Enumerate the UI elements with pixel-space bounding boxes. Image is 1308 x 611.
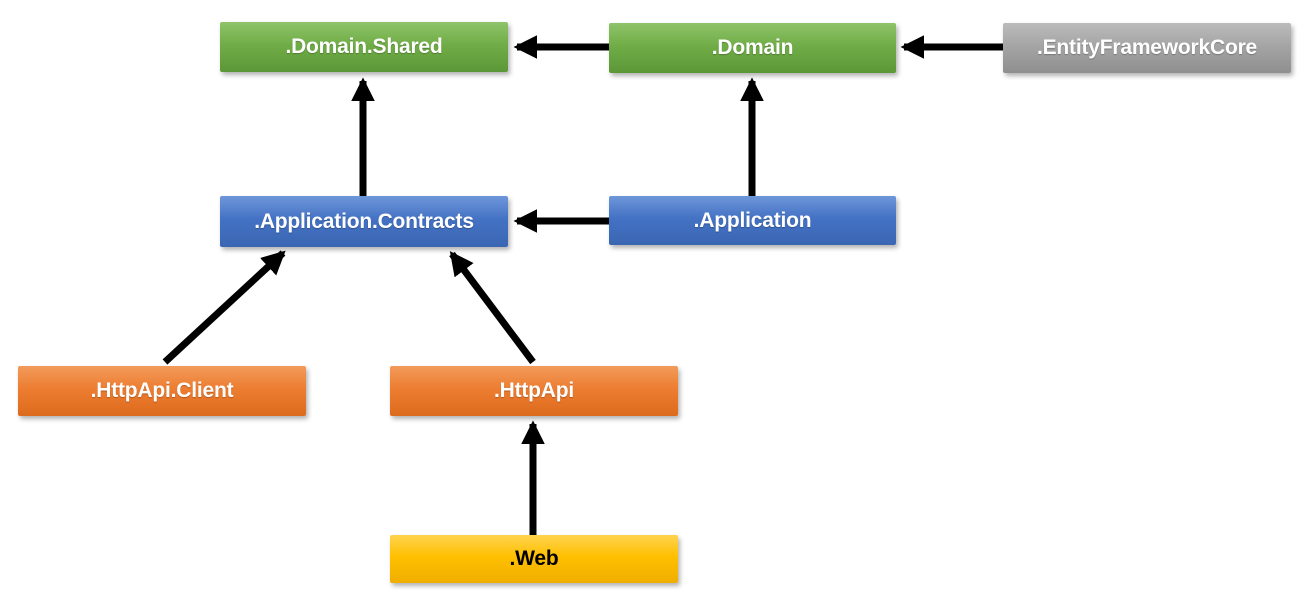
node-entity-framework-core-label: .EntityFrameworkCore [1036,36,1258,59]
node-httpapi-client-label: .HttpApi.Client [90,379,234,402]
node-entity-framework-core: .EntityFrameworkCore [1003,23,1291,73]
edge-httpapi-client-to-app-contracts [162,250,286,365]
node-application-contracts: .Application.Contracts [220,196,508,247]
node-domain-shared: .Domain.Shared [220,22,508,72]
node-domain-label: .Domain [711,36,794,59]
node-application-label: .Application [693,208,812,232]
node-web: .Web [390,535,678,583]
node-httpapi: .HttpApi [390,366,678,416]
node-httpapi-label: .HttpApi [493,379,575,402]
node-web-label: .Web [509,547,559,570]
node-httpapi-client: .HttpApi.Client [18,366,306,416]
node-domain-shared-label: .Domain.Shared [285,35,443,58]
node-domain: .Domain [609,23,896,73]
node-application-contracts-label: .Application.Contracts [254,209,474,233]
edge-httpapi-to-app-contracts [449,251,536,365]
node-application: .Application [609,196,896,245]
